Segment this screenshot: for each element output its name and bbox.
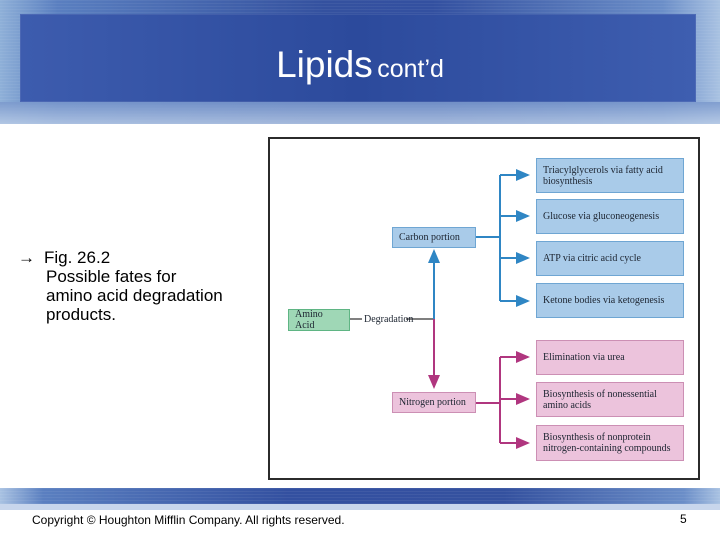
arrow-bullet-icon: →: [18, 248, 35, 267]
nitrogen-portion-box: Nitrogen portion: [392, 392, 476, 413]
figure-connectors: [350, 169, 530, 449]
carbon-fate-box: Ketone bodies via ketogenesis: [536, 283, 684, 318]
carbon-portion-box: Carbon portion: [392, 227, 476, 248]
caption-line: amino acid degradation: [46, 286, 223, 305]
banner-shade: [0, 102, 720, 124]
footer-shade: [0, 504, 720, 510]
amino-acid-box: Amino Acid: [288, 309, 350, 331]
caption-line: products.: [46, 305, 116, 324]
title-panel: [20, 14, 696, 102]
figure-caption: → Fig. 26.2 Possible fates for amino acid…: [18, 248, 263, 324]
slide-title: Lipids cont’d: [0, 44, 720, 86]
nitrogen-fate-box: Biosynthesis of nonprotein nitrogen-cont…: [536, 425, 684, 461]
title-sub: cont’d: [377, 55, 444, 83]
title-banner: [0, 0, 720, 124]
nitrogen-fate-box: Elimination via urea: [536, 340, 684, 375]
degradation-label: Degradation: [364, 314, 414, 325]
carbon-fate-box: ATP via citric acid cycle: [536, 241, 684, 276]
footer-band: [0, 488, 720, 504]
amino-acid-fates-figure: Amino Acid Degradation Carbon portion Ni…: [268, 137, 700, 480]
title-main: Lipids: [276, 44, 373, 85]
caption-figure-number: Fig. 26.2: [44, 248, 111, 267]
caption-line: Possible fates for: [46, 267, 177, 286]
nitrogen-fate-box: Biosynthesis of nonessential amino acids: [536, 382, 684, 417]
page-number: 5: [680, 512, 687, 526]
carbon-fate-box: Glucose via gluconeogenesis: [536, 199, 684, 234]
copyright-text: Copyright © Houghton Mifflin Company. Al…: [32, 513, 345, 527]
carbon-fate-box: Triacylglycerols via fatty acid biosynth…: [536, 158, 684, 193]
